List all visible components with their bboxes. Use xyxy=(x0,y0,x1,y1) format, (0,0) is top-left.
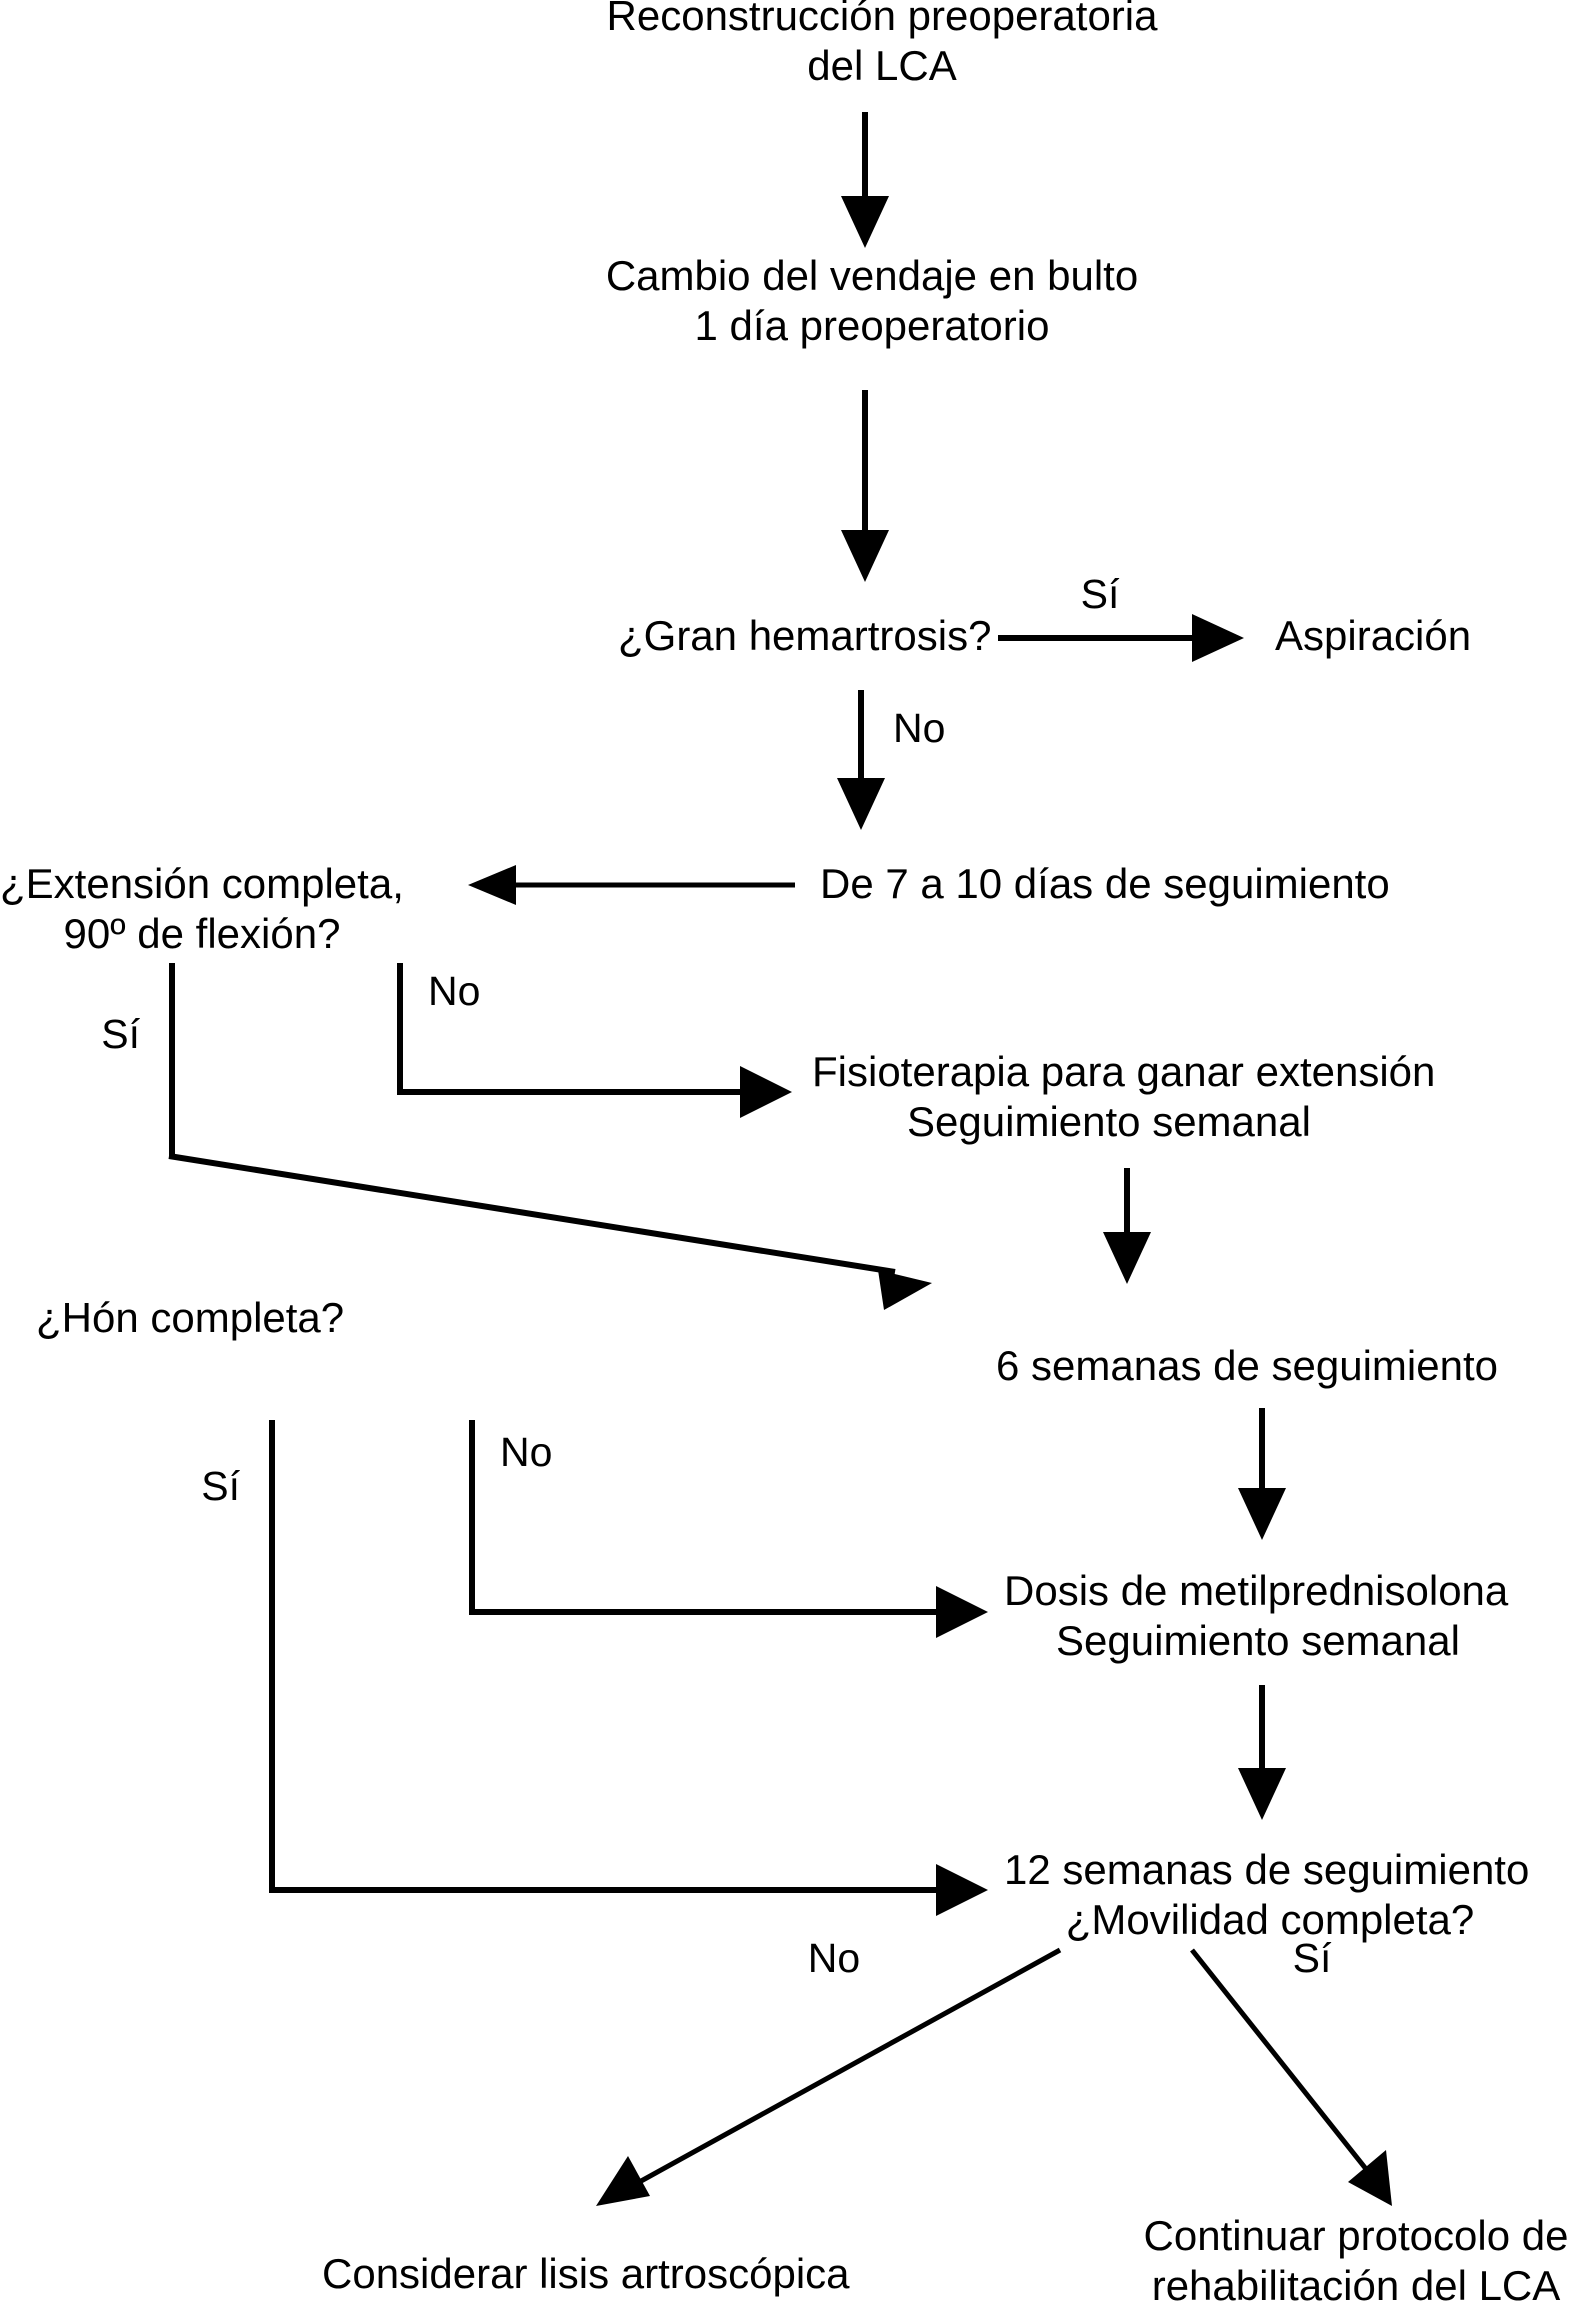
node-methylprednisolone-line2: Seguimiento semanal xyxy=(1056,1617,1460,1664)
edge-label-hemarthrosis-yes: Sí xyxy=(1081,571,1120,617)
node-physiotherapy-line1: Fisioterapia para ganar extensión xyxy=(812,1048,1435,1095)
node-12-weeks-mobility-question: ¿Movilidad completa? xyxy=(1066,1896,1475,1943)
arrowhead-down-icon xyxy=(841,196,889,248)
arrowhead-down-icon xyxy=(1103,1232,1151,1284)
edge-mobility-yes-to-continue xyxy=(1190,1948,1392,2206)
edge-label-mobility-no: No xyxy=(808,1935,860,1981)
edge-extension-yes-to-six-weeks xyxy=(168,963,932,1310)
arrowhead-down-left-icon xyxy=(596,2156,650,2206)
node-aspiration: Aspiración xyxy=(1275,612,1471,659)
node-flexion-question: ¿Hón completa? xyxy=(36,1294,344,1341)
arrowhead-right-icon xyxy=(936,1586,988,1638)
arrowhead-down-icon xyxy=(1238,1768,1286,1820)
arrowhead-left-icon xyxy=(468,865,516,905)
node-continue-protocol-line2: rehabilitación del LCA xyxy=(1152,2262,1561,2309)
arrowhead-right-icon xyxy=(740,1066,792,1118)
node-bandage-change-line2: 1 día preoperatorio xyxy=(695,302,1050,349)
node-preop-reconstruction-line1: Reconstrucción preoperatoria xyxy=(607,0,1159,39)
arrowhead-down-icon xyxy=(1238,1488,1286,1540)
edge-label-extension-yes: Sí xyxy=(101,1011,140,1057)
node-extension-question-line2: 90º de flexión? xyxy=(64,910,341,957)
edge-flexion-yes-to-twelve-weeks xyxy=(269,1420,988,1916)
edge-mobility-no-to-lysis xyxy=(596,1947,1062,2206)
edge-bandage-to-hemarthrosis xyxy=(841,390,889,582)
node-followup-7-10-days: De 7 a 10 días de seguimiento xyxy=(820,860,1390,907)
edge-followup-to-extension-question xyxy=(468,865,795,905)
edge-hemarthrosis-no-to-followup xyxy=(837,690,885,830)
edge-label-mobility-yes: Sí xyxy=(1293,1935,1332,1981)
node-arthroscopic-lysis: Considerar lisis artroscópica xyxy=(322,2250,850,2297)
node-6-weeks-followup: 6 semanas de seguimiento xyxy=(996,1342,1498,1389)
edge-label-hemarthrosis-no: No xyxy=(893,705,945,751)
node-hemarthrosis-question: ¿Gran hemartrosis? xyxy=(618,612,991,659)
arrowhead-down-right-icon xyxy=(1348,2150,1392,2206)
edge-physiotherapy-to-six-weeks xyxy=(1103,1168,1151,1284)
edge-six-weeks-to-steroid xyxy=(1238,1408,1286,1540)
edge-label-flexion-yes: Sí xyxy=(201,1463,240,1509)
edge-extension-no-to-physiotherapy xyxy=(397,963,792,1118)
edge-flexion-no-to-steroid xyxy=(469,1420,988,1638)
edge-reconstruction-to-bandage xyxy=(841,112,889,248)
edge-label-extension-no: No xyxy=(428,968,480,1014)
arrowhead-right-icon xyxy=(936,1864,988,1916)
node-bandage-change-line1: Cambio del vendaje en bulto xyxy=(606,252,1138,299)
edge-steroid-to-twelve-weeks xyxy=(1238,1685,1286,1820)
arrowhead-down-icon xyxy=(837,778,885,830)
node-methylprednisolone-line1: Dosis de metilprednisolona xyxy=(1004,1567,1509,1614)
node-extension-question-line1: ¿Extensión completa, xyxy=(0,860,404,907)
node-continue-protocol-line1: Continuar protocolo de xyxy=(1144,2212,1569,2259)
node-preop-reconstruction-line2: del LCA xyxy=(807,42,956,89)
arrowhead-right-icon xyxy=(878,1270,932,1310)
node-12-weeks-followup-line1: 12 semanas de seguimiento xyxy=(1004,1846,1529,1893)
node-physiotherapy-line2: Seguimiento semanal xyxy=(907,1098,1311,1145)
arrowhead-right-icon xyxy=(1192,614,1244,662)
edge-label-flexion-no: No xyxy=(500,1429,552,1475)
arrowhead-down-icon xyxy=(841,530,889,582)
edge-hemarthrosis-yes-to-aspiration xyxy=(998,614,1244,662)
